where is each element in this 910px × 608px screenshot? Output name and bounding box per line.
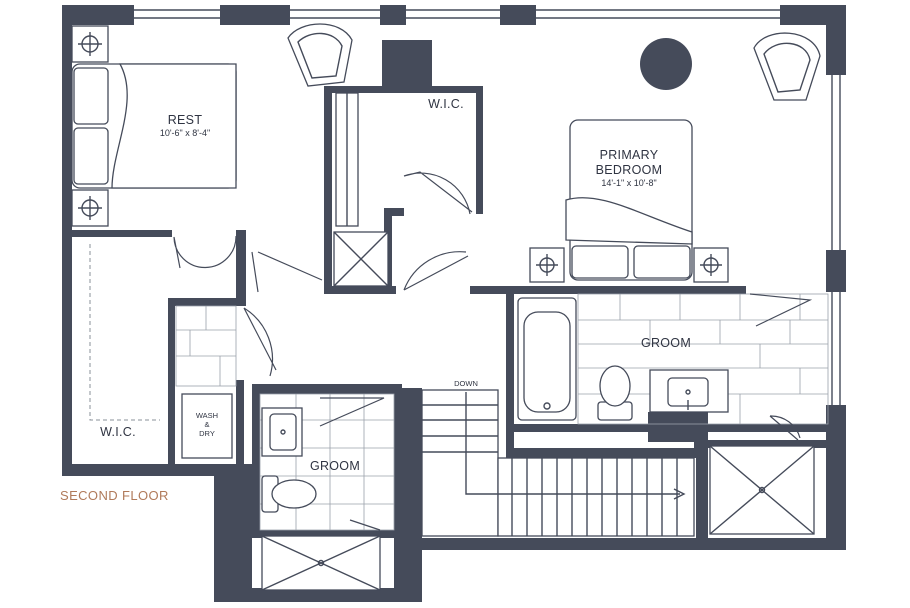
- laundry-label-line1: WASH: [196, 411, 218, 420]
- nightstand-rest-top: [71, 25, 109, 63]
- washer-dryer: [181, 393, 233, 459]
- doors: [173, 171, 813, 531]
- room-label-wic-left: W.I.C.: [100, 425, 136, 439]
- stairs-down-label: DOWN: [454, 379, 478, 388]
- armchair-primary: [753, 32, 821, 101]
- wic-upper-shelving: [335, 92, 359, 227]
- nightstand-primary-left: [529, 247, 565, 283]
- interior-walls: [72, 40, 844, 540]
- vanity-primary: [649, 369, 729, 413]
- nightstand-primary-right: [693, 247, 729, 283]
- shower-secondary: [261, 535, 381, 591]
- round-table: [640, 38, 692, 90]
- armchair-rest: [287, 23, 353, 87]
- rest-bed: [71, 63, 237, 189]
- closet-grid: [333, 231, 389, 287]
- room-dimensions-primary: 14'-1" x 10'-8": [601, 178, 656, 188]
- room-label-groom-secondary: GROOM: [310, 459, 360, 473]
- vanity-secondary: [261, 407, 303, 457]
- room-dimensions-rest: 10'-6" x 8'-4": [160, 128, 210, 138]
- toilet-secondary: [261, 475, 317, 513]
- windows: [134, 9, 841, 405]
- floor-label: SECOND FLOOR: [60, 488, 169, 503]
- bathtub: [517, 297, 577, 421]
- laundry-label-line3: DRY: [199, 429, 215, 438]
- room-label-wic-upper: W.I.C.: [428, 97, 464, 111]
- room-label-primary-line2: BEDROOM: [596, 163, 663, 177]
- room-label-groom-primary: GROOM: [641, 336, 691, 350]
- stairs: [421, 389, 695, 537]
- laundry-label-line2: &: [204, 420, 209, 429]
- primary-bed: [565, 119, 693, 281]
- room-label-primary-line1: PRIMARY: [600, 148, 659, 162]
- toilet-primary: [597, 365, 633, 421]
- laundry-tiles: [175, 305, 237, 387]
- nightstand-rest-bottom: [71, 189, 109, 227]
- room-label-rest: REST: [168, 113, 203, 127]
- shower-primary: [709, 445, 815, 535]
- wic-left-shelf-line: [89, 244, 160, 421]
